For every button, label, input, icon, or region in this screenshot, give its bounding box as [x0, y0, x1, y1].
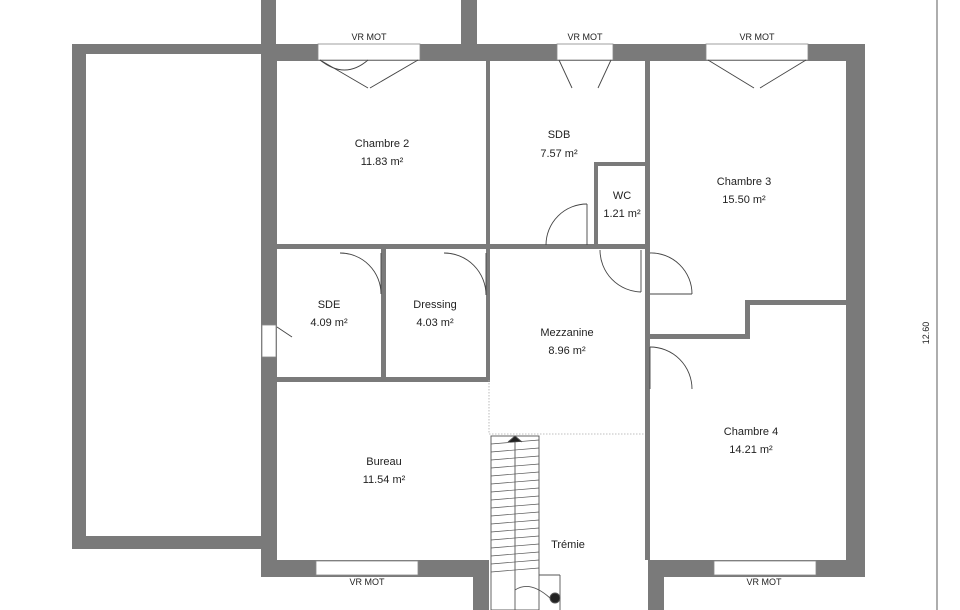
windows — [261, 43, 817, 576]
staircase — [490, 435, 561, 610]
window-label-sdb: VR MOT — [568, 32, 604, 42]
room-labels: Chambre 2 11.83 m² SDB 7.57 m² WC 1.21 m… — [310, 129, 778, 551]
window-labels: VR MOT VR MOT VR MOT VR MOT VR MOT — [350, 32, 783, 587]
dimension-line: 12.60 — [921, 0, 938, 610]
room-area-chambre4: 14.21 m² — [729, 444, 773, 456]
room-area-wc: 1.21 m² — [603, 208, 641, 220]
room-name-mezzanine: Mezzanine — [540, 327, 593, 339]
stair-tread — [490, 519, 540, 525]
stair-tread — [490, 479, 540, 485]
stair-tread — [490, 495, 540, 501]
stair-tread — [490, 455, 540, 461]
room-area-chambre3: 15.50 m² — [722, 194, 766, 206]
room-name-bureau: Bureau — [366, 456, 401, 468]
window-sashes — [276, 59, 807, 338]
wall — [461, 0, 477, 44]
stair-tread — [490, 551, 540, 557]
interior-walls — [277, 61, 846, 560]
room-name-tremie: Trémie — [551, 539, 585, 551]
room-area-dressing: 4.03 m² — [416, 317, 454, 329]
stair-tread — [490, 527, 540, 533]
room-area-sde: 4.09 m² — [310, 317, 348, 329]
room-area-bureau: 11.54 m² — [363, 474, 406, 486]
doors — [339, 203, 693, 390]
wall — [261, 0, 276, 44]
stair-tread — [490, 559, 540, 565]
stair-steps — [490, 439, 540, 573]
window-label-bureau: VR MOT — [350, 577, 386, 587]
stair-tread — [490, 487, 540, 493]
stair-tread — [490, 567, 540, 573]
dimension-text: 12.60 — [921, 322, 931, 345]
room-area-sdb: 7.57 m² — [540, 148, 578, 160]
stair-tread — [490, 511, 540, 517]
stair-tread — [490, 447, 540, 453]
room-area-mezzanine: 8.96 m² — [548, 345, 586, 357]
room-name-chambre2: Chambre 2 — [355, 138, 409, 150]
stair-tread — [490, 543, 540, 549]
stair-tread — [490, 503, 540, 509]
left-annex — [72, 44, 277, 549]
room-name-wc: WC — [613, 190, 631, 202]
stair-tread — [490, 535, 540, 541]
room-name-sde: SDE — [318, 299, 341, 311]
window-label-chambre2: VR MOT — [352, 32, 388, 42]
stair-tread — [490, 463, 540, 469]
room-area-chambre2: 11.83 m² — [361, 156, 404, 168]
room-name-chambre3: Chambre 3 — [717, 176, 771, 188]
stair-tread — [490, 471, 540, 477]
stair-tread — [490, 439, 540, 445]
mezzanine-outline — [488, 380, 645, 435]
window-label-chambre3: VR MOT — [740, 32, 776, 42]
room-name-dressing: Dressing — [413, 299, 456, 311]
window-label-chambre4: VR MOT — [747, 577, 783, 587]
room-name-sdb: SDB — [548, 129, 571, 141]
room-name-chambre4: Chambre 4 — [724, 426, 778, 438]
